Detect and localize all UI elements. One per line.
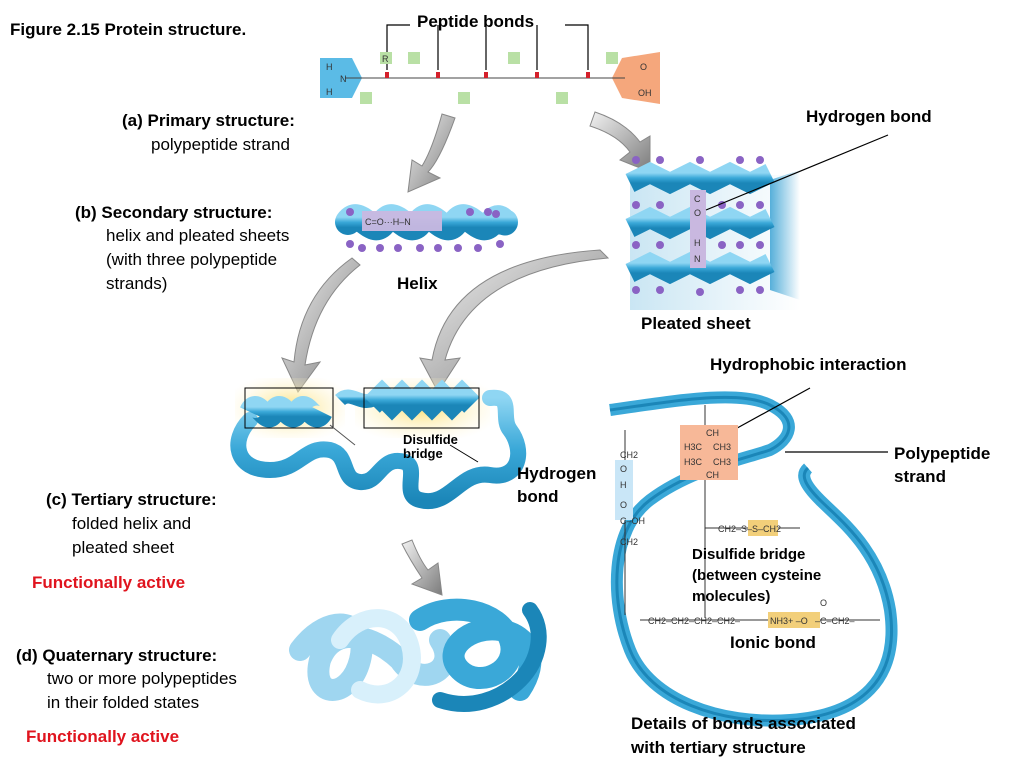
tertiary-functionally-active: Functionally active [32,573,186,592]
tertiary-fold [230,378,527,510]
pleated-sheet-label: Pleated sheet [641,314,751,333]
c-terminus-oh: OH [638,88,652,98]
details-caption-1: Details of bonds associated [631,714,856,733]
hydrophobic-interaction-label: Hydrophobic interaction [710,355,907,374]
polypeptide-strand-label-1: Polypeptide [894,444,991,463]
tertiary-detail-strand [609,387,898,727]
tertiary-heading: (c) Tertiary structure: [46,490,217,509]
hbond-ch2-bottom: CH2 [620,537,638,547]
tertiary-desc-2: pleated sheet [72,538,175,557]
n-terminus-h1: H [326,62,333,72]
peptide-bonds-label: Peptide bonds [417,12,535,31]
hydrophobic-ch: CH [706,428,719,438]
hbond-o: O [620,464,627,474]
chem-text: CH H3C CH3 H3C CH3 CH CH2 O H O C–OH CH2… [326,54,855,626]
detail-disulfide-label-3: molecules) [692,588,771,605]
ionic-formula-right: –C–CH2– [815,616,855,626]
helix-label: Helix [397,274,438,293]
ionic-bond-label: Ionic bond [730,633,816,652]
hbond-c-oh: C–OH [620,516,645,526]
ionic-nh3: NH3+ –O [770,616,808,626]
primary-polypeptide-chain [320,24,660,104]
quaternary-desc-1: two or more polypeptides [47,669,237,688]
tertiary-hydrogen-bond-label-2: bond [517,487,559,506]
disulfide-bridge-label-1: Disulfide [403,432,458,447]
disulfide-bridge-label-2: bridge [403,446,443,461]
ionic-o: O [820,598,827,608]
sheet-bond-h: H [694,238,701,248]
hydrophobic-h3c-1: H3C [684,442,703,452]
helix-bond-text: C=O···H–N [365,217,411,227]
hydrophobic-ch3-2: CH3 [713,457,731,467]
disulfide-formula: CH2–S–S–CH2 [718,524,781,534]
primary-desc: polypeptide strand [151,135,290,154]
hydrophobic-ch-bottom: CH [706,470,719,480]
detail-disulfide-label-2: (between cysteine [692,567,822,584]
hydrophobic-h3c-2: H3C [684,457,703,467]
tertiary-hydrogen-bond-label-1: Hydrogen [517,464,597,483]
sheet-bond-o: O [694,208,701,218]
figure-title: Figure 2.15 Protein structure. [10,20,247,39]
secondary-desc-2: (with three polypeptide [106,250,278,269]
polypeptide-strand-label-2: strand [894,467,946,486]
quaternary-heading: (d) Quaternary structure: [16,646,218,665]
hydrogen-bond-label: Hydrogen bond [806,107,932,126]
hbond-ch2-top: CH2 [620,450,638,460]
secondary-desc-1: helix and pleated sheets [106,226,290,245]
quaternary-desc-2: in their folded states [47,693,200,712]
hbond-o2: O [620,500,627,510]
n-terminus-h2: H [326,87,333,97]
quaternary-functionally-active: Functionally active [26,727,180,746]
hbond-h: H [620,480,627,490]
side-group-r: R [382,54,389,64]
n-terminus-n: N [340,74,347,84]
ionic-formula-left: CH2–CH2–CH2–CH2– [648,616,740,626]
secondary-heading: (b) Secondary structure: [75,203,273,222]
primary-heading: (a) Primary structure: [122,111,295,130]
c-terminus-o: O [640,62,647,72]
secondary-desc-3: strands) [106,274,168,293]
quaternary-assembly [289,598,547,712]
sheet-bond-c: C [694,194,701,204]
helix-ribbon [335,204,518,252]
process-arrows [281,111,651,596]
hydrophobic-ch3-1: CH3 [713,442,731,452]
details-caption-2: with tertiary structure [631,738,806,757]
tertiary-desc-1: folded helix and [72,514,192,533]
detail-disulfide-label-1: Disulfide bridge [692,546,806,563]
sheet-bond-n: N [694,254,701,264]
pleated-sheet [625,134,889,310]
